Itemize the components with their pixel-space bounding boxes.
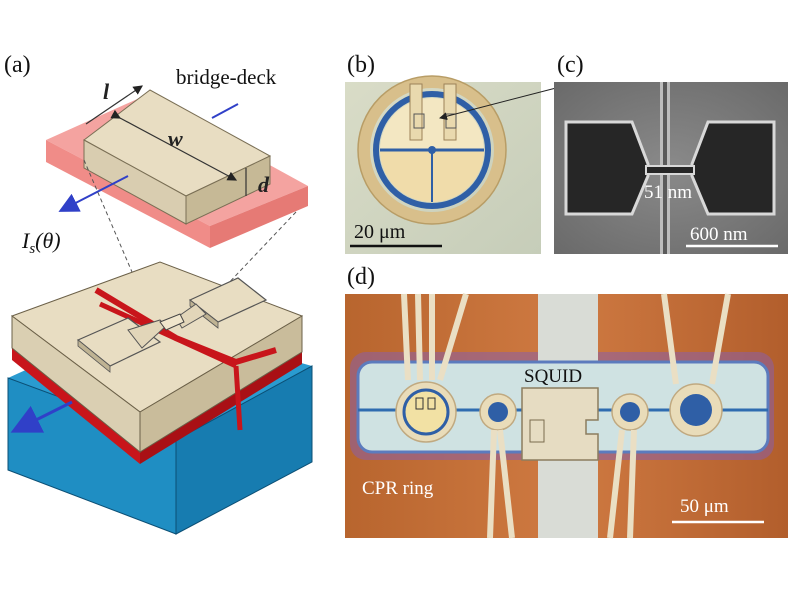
dim-l-label: l: [103, 79, 110, 104]
blue-substrate-side: [175, 365, 313, 535]
panel-c-label: (c): [557, 52, 584, 78]
pad-b-right: [445, 113, 457, 129]
dim-d-label: d: [258, 172, 270, 197]
sem-pad-left: [564, 120, 650, 216]
cpr-pad-1: [415, 397, 424, 410]
cpr-label: CPR ring: [362, 478, 434, 499]
dim-w-label: w: [168, 126, 183, 151]
ring-small-left-core: [488, 402, 508, 422]
cpr-ring-blue: [402, 388, 450, 436]
pad-b-left: [413, 113, 425, 129]
scalebar-d-label: 50 μm: [680, 496, 729, 517]
red-layer-side: [140, 352, 302, 464]
gap-label: 51 nm: [644, 182, 692, 203]
substrate-current-arrow: [10, 400, 73, 433]
panel-d-label: (d): [347, 264, 375, 290]
panel-a-label: (a): [4, 52, 31, 78]
sem-bridge: [645, 165, 695, 175]
panel-b-label: (b): [347, 52, 375, 78]
sem-pad-right: [690, 120, 776, 216]
outer-ring: [358, 76, 506, 224]
cpr-pad-2: [427, 397, 436, 410]
panel-b: (b) 20 μm: [345, 52, 541, 254]
leads-bottom: [487, 429, 637, 539]
pointer-line-b-c: [439, 87, 557, 121]
trench-groove-3: [98, 301, 238, 369]
center-dot: [428, 146, 436, 154]
blue-ring: [373, 91, 491, 209]
lead-right: [443, 83, 457, 141]
ring-small-right-core: [620, 402, 640, 422]
panel-c: (c) 51 nm 600 nm: [554, 52, 788, 254]
outer-ring-edge: [357, 75, 507, 225]
micro-bridge: [159, 313, 185, 331]
bridge-block-side: [185, 155, 271, 225]
panel-a: (a) bridge-deck l w d Is(θ): [4, 52, 313, 535]
pink-slab-side: [210, 186, 308, 248]
scalebar-b-label: 20 μm: [354, 221, 406, 243]
squid-label: SQUID: [524, 366, 582, 387]
dim-w-line: [110, 109, 238, 181]
current-arrow-in: [211, 103, 239, 119]
red-layer-front: [12, 348, 140, 464]
squid-pad: [529, 419, 545, 443]
leads-top-left: [401, 293, 469, 381]
bridge-deck-title: bridge-deck: [176, 65, 277, 89]
squid-block: [521, 387, 599, 461]
panel-d: (d) SQUID CPR ring 50 μm: [345, 264, 788, 539]
current-arrow-out: [58, 175, 129, 212]
leads-top-right: [661, 293, 731, 385]
pad-left-edge: [77, 339, 111, 373]
current-label: Is(θ): [21, 228, 61, 257]
chip-block-side: [139, 315, 303, 453]
ring-large-right-core: [680, 394, 712, 426]
scalebar-c-label: 600 nm: [690, 224, 748, 245]
trench-groove-4: [233, 365, 243, 431]
projection-line-left: [83, 159, 157, 329]
lead-left: [409, 83, 423, 141]
dim-l-line: [85, 85, 143, 125]
